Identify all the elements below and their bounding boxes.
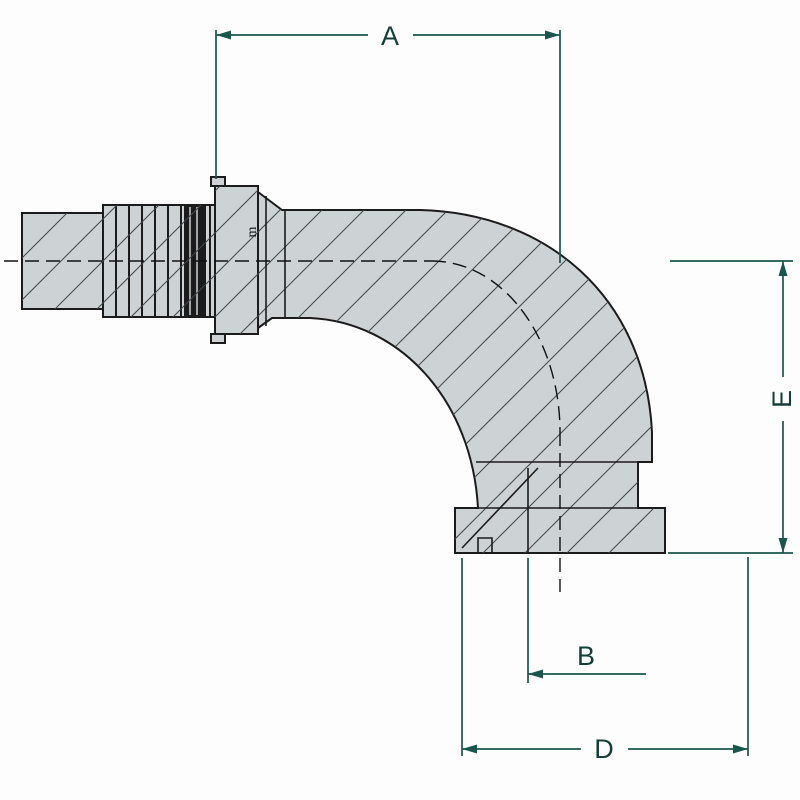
dim-label-b: B [577,641,595,671]
dimension-lines [215,30,793,756]
hatch-line [457,186,665,553]
hatch-line [22,186,173,553]
dim-e-arrow-top [778,261,788,276]
bend-centerline [431,260,561,433]
dim-d-arrow-left [462,744,477,754]
dimension-labels: A E B D [381,21,797,764]
dim-a-arrow-right [545,30,560,40]
collar-tab-bottom [210,333,226,344]
dim-label-a: A [381,21,399,51]
ferrule-collar [214,185,259,335]
flange-section-diagonal [461,467,539,549]
hatch-line [22,186,131,553]
hatch-line [499,186,665,553]
hatch-line [541,186,665,553]
collar-tab-top [210,176,226,187]
dimension-arrowheads [216,30,788,754]
centerlines [4,260,561,592]
hatch-line [22,186,257,553]
dim-e-arrow-bottom [778,538,788,553]
flange-notch [477,537,493,553]
forging-mark: m [245,226,260,237]
dim-d-arrow-right [733,744,748,754]
hatch-line [22,186,215,553]
dim-label-d: D [594,734,614,764]
dim-b-arrow [528,669,543,679]
dim-a-arrow-left [216,30,231,40]
dim-label-e: E [767,390,797,408]
